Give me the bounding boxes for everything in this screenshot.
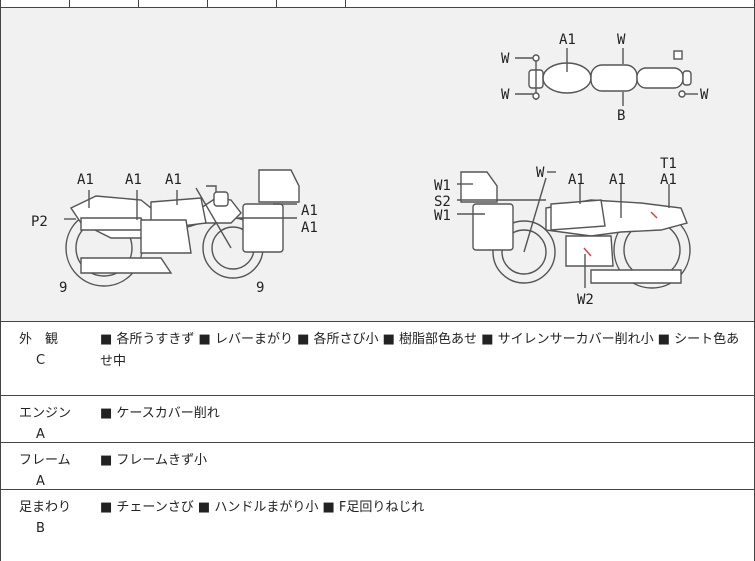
- condition-description: ■ ケースカバー削れ: [100, 406, 220, 421]
- category-grade: C: [36, 353, 46, 368]
- diagram-labels: A1 A1 A1 A1 A1 P2 9 9 W A1 A1 T1 A1 W1 S…: [31, 32, 709, 308]
- label-a1: A1: [660, 172, 677, 188]
- label-a1: A1: [568, 172, 585, 188]
- category-label: 外 観: [19, 332, 59, 347]
- label-w: W: [617, 32, 626, 48]
- category-grade: A: [36, 427, 45, 442]
- label-w1: W1: [434, 208, 451, 224]
- damage-diagram-panel: A1 A1 A1 A1 A1 P2 9 9 W A1 A1 T1 A1 W1 S…: [1, 8, 754, 322]
- top-view-motorcycle: [515, 48, 698, 106]
- condition-row-frame: フレーム A ■ フレームきず小: [1, 443, 754, 490]
- label-a1: A1: [301, 220, 318, 236]
- condition-row-engine: エンジン A ■ ケースカバー削れ: [1, 396, 754, 443]
- condition-description: ■ チェーンさび ■ ハンドルまがり小 ■ F足回りねじれ: [100, 500, 425, 515]
- top-table-strip: [1, 0, 754, 8]
- label-a1: A1: [609, 172, 626, 188]
- condition-row-exterior: 外 観 C ■ 各所うすきず ■ レバーまがり ■ 各所さび小 ■ 樹脂部色あせ…: [1, 322, 754, 396]
- label-w: W: [536, 165, 545, 181]
- label-s2: S2: [434, 194, 451, 210]
- condition-category: エンジン A: [19, 403, 79, 445]
- motorcycle-damage-diagram: A1 A1 A1 A1 A1 P2 9 9 W A1 A1 T1 A1 W1 S…: [31, 32, 709, 308]
- label-p2: P2: [31, 214, 48, 230]
- label-a1: A1: [165, 172, 182, 188]
- label-w: W: [700, 87, 709, 103]
- category-grade: B: [36, 521, 45, 536]
- label-t1: T1: [660, 156, 677, 172]
- left-side-view-motorcycle: [64, 169, 300, 287]
- label-a1: A1: [301, 203, 318, 219]
- label-w: W: [501, 87, 510, 103]
- label-w: W: [501, 51, 510, 67]
- label-a1: A1: [77, 172, 94, 188]
- label-a1: A1: [125, 172, 142, 188]
- right-side-view-motorcycle: [457, 171, 691, 289]
- label-b: B: [617, 108, 625, 124]
- category-label: フレーム: [19, 453, 71, 468]
- category-label: 足まわり: [19, 500, 72, 515]
- condition-description: ■ フレームきず小: [100, 453, 208, 468]
- label-9-front: 9: [256, 280, 264, 296]
- condition-category: フレーム A: [19, 450, 79, 492]
- label-w2: W2: [577, 292, 594, 308]
- label-w1: W1: [434, 178, 451, 194]
- condition-row-suspension: 足まわり B ■ チェーンさび ■ ハンドルまがり小 ■ F足回りねじれ: [1, 490, 754, 561]
- category-label: エンジン: [19, 406, 72, 421]
- condition-category: 外 観 C: [19, 329, 79, 371]
- condition-description: ■ 各所うすきず ■ レバーまがり ■ 各所さび小 ■ 樹脂部色あせ ■ サイレ…: [100, 332, 740, 369]
- condition-category: 足まわり B: [19, 497, 79, 539]
- label-a1: A1: [559, 32, 576, 48]
- label-9-rear: 9: [59, 280, 67, 296]
- category-grade: A: [36, 474, 45, 489]
